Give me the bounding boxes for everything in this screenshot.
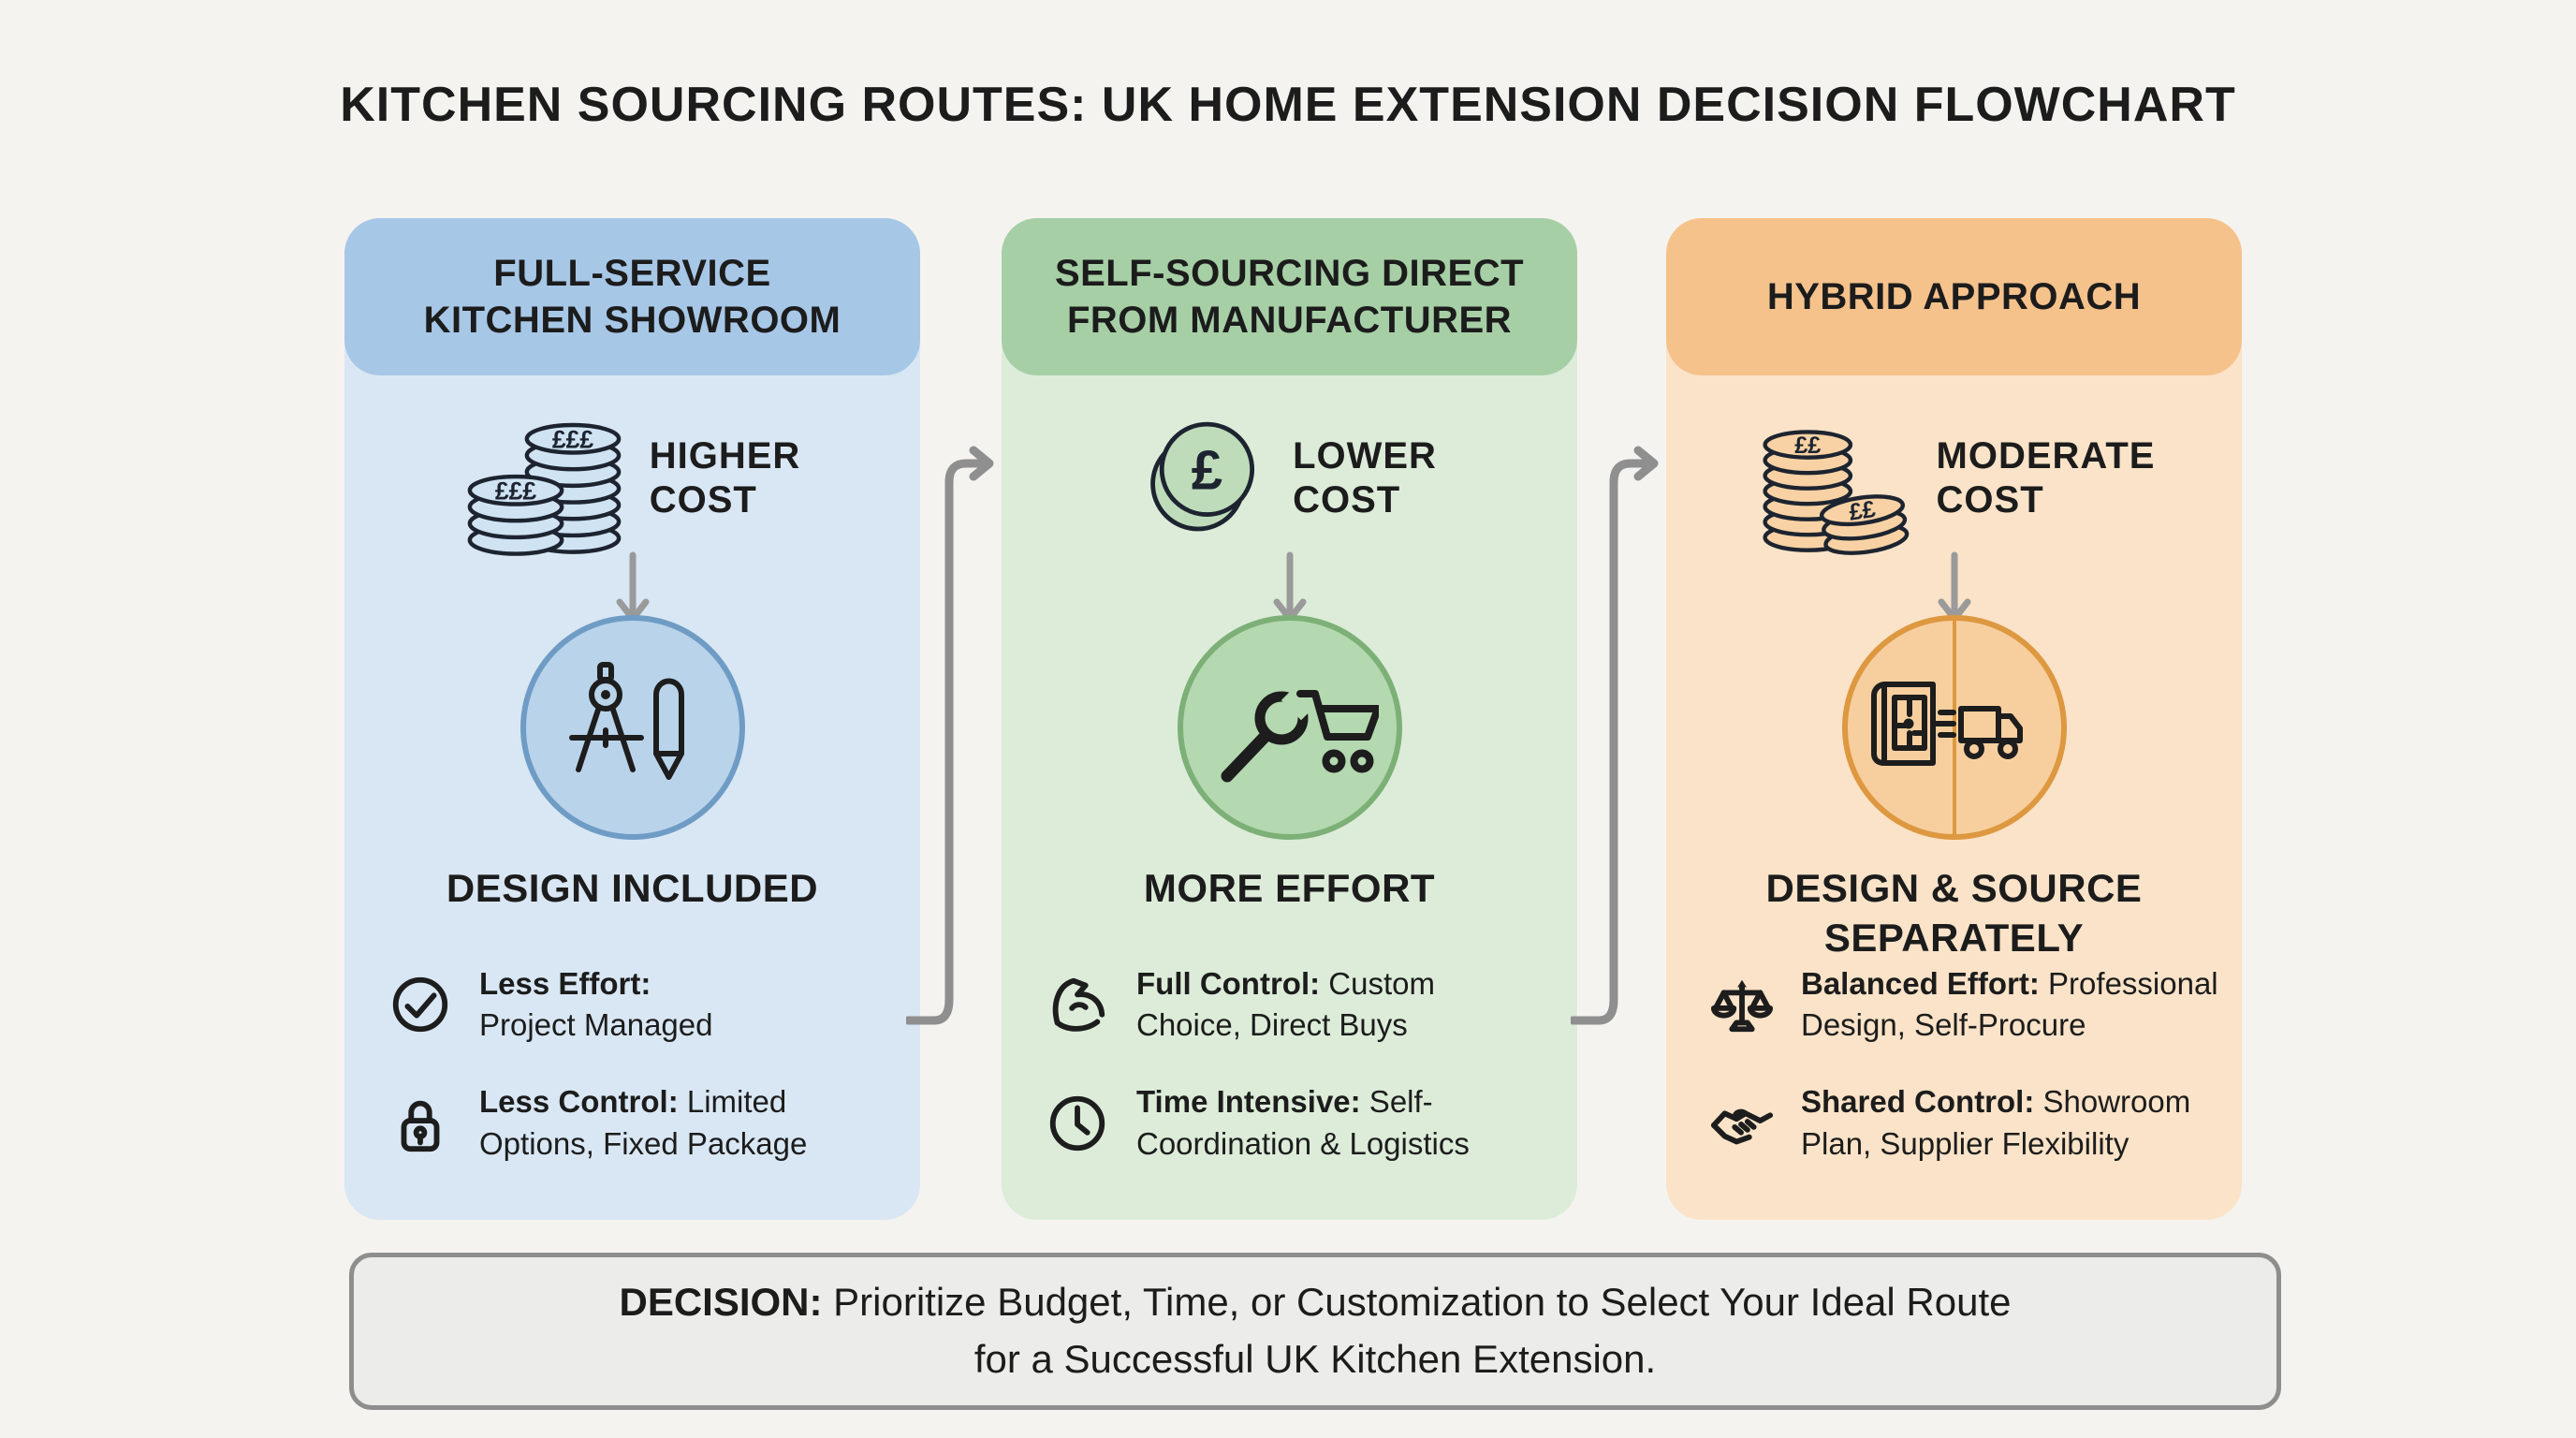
column-header: SELF-SOURCING DIRECT FROM MANUFACTURER (1002, 218, 1577, 375)
cost-row: £ LOWER COST (1002, 394, 1577, 563)
cost-label: HIGHER COST (649, 434, 801, 521)
bullet-list: Less Effort: Project Managed Less Contro… (388, 963, 968, 1200)
column-full-service-showroom: FULL-SERVICE KITCHEN SHOWROOM £££ £££ HI… (344, 218, 920, 1220)
page-title: KITCHEN SOURCING ROUTES: UK HOME EXTENSI… (340, 78, 2236, 132)
pound-coin-icon: £ (1150, 421, 1255, 532)
bullet-list: Balanced Effort: Professional Design, Se… (1709, 963, 2290, 1200)
bullet-balanced-effort: Balanced Effort: Professional Design, Se… (1709, 963, 2290, 1046)
center-label: DESIGN & SOURCE SEPARATELY (1765, 866, 2143, 960)
column-header: FULL-SERVICE KITCHEN SHOWROOM (344, 218, 920, 375)
cost-label: LOWER COST (1293, 434, 1437, 521)
coin-text: £££ (495, 477, 536, 506)
decision-text: DECISION: Prioritize Budget, Time, or Cu… (619, 1280, 2012, 1381)
coin-text: ££ (1794, 433, 1821, 459)
balance-scale-icon (1710, 979, 1774, 1033)
blueprint-delivery-truck-icon (1870, 682, 2023, 766)
column-header-label: SELF-SOURCING DIRECT FROM MANUFACTURER (1054, 253, 1525, 341)
design-source-circle (1841, 615, 2067, 840)
bullet-less-effort: Less Effort: Project Managed (388, 963, 968, 1046)
padlock-icon (401, 1100, 440, 1152)
cost-label: MODERATE COST (1936, 434, 2156, 521)
bullet-time-intensive: Time Intensive: Self- Coordination & Log… (1045, 1081, 1625, 1164)
cost-row: ££ ££ MODERATE COST (1666, 394, 2242, 563)
more-effort-circle (1177, 615, 1402, 840)
bullet-full-control: Full Control: Custom Choice, Direct Buys (1045, 963, 1625, 1046)
handshake-icon (1710, 1108, 1774, 1145)
check-circle-icon (392, 977, 448, 1033)
design-included-circle (520, 615, 745, 840)
column-hybrid-approach: HYBRID APPROACH ££ ££ M (1666, 218, 2242, 1220)
coin-text: £££ (552, 426, 593, 454)
bullet-list: Full Control: Custom Choice, Direct Buys… (1045, 963, 1625, 1200)
bullet-text: Shared Control: Showroom Plan, Supplier … (1801, 1084, 2191, 1161)
center-label: MORE EFFORT (1143, 866, 1436, 910)
bullet-text: Full Control: Custom Choice, Direct Buys (1136, 966, 1435, 1043)
elbow-arrow-to-hybrid (1571, 446, 1659, 1025)
bullet-text: Balanced Effort: Professional Design, Se… (1801, 966, 2218, 1043)
cost-row: £££ £££ HIGHER COST (344, 394, 920, 563)
pound-coin-stacks-icon: ££ ££ (1762, 430, 1909, 555)
elbow-arrow-to-self-sourcing (906, 446, 994, 1025)
bullet-text: Less Control: Limited Options, Fixed Pac… (479, 1084, 808, 1161)
coin-text: ££ (1847, 496, 1877, 526)
flexed-arm-icon (1052, 978, 1105, 1033)
center-label: DESIGN INCLUDED (446, 866, 819, 910)
bullet-less-control: Less Control: Limited Options, Fixed Pac… (388, 1081, 968, 1164)
column-header-label: FULL-SERVICE KITCHEN SHOWROOM (423, 253, 842, 341)
wrench-shopping-cart-icon (1221, 680, 1379, 783)
bullet-text: Time Intensive: Self- Coordination & Log… (1136, 1084, 1470, 1161)
circle-divider (1952, 621, 1956, 834)
column-header-label: HYBRID APPROACH (1766, 276, 2142, 317)
bullet-shared-control: Shared Control: Showroom Plan, Supplier … (1709, 1081, 2290, 1164)
pound-coin-stacks-icon: £££ £££ (467, 422, 622, 556)
coin-text: £ (1192, 439, 1222, 502)
decision-box: DECISION: Prioritize Budget, Time, or Cu… (349, 1253, 2281, 1410)
drafting-compass-pencil-icon (568, 662, 684, 780)
bullet-text: Less Effort: Project Managed (479, 966, 713, 1043)
column-self-sourcing: SELF-SOURCING DIRECT FROM MANUFACTURER £… (1002, 218, 1577, 1220)
clock-icon (1049, 1095, 1105, 1151)
column-header: HYBRID APPROACH (1666, 218, 2242, 375)
